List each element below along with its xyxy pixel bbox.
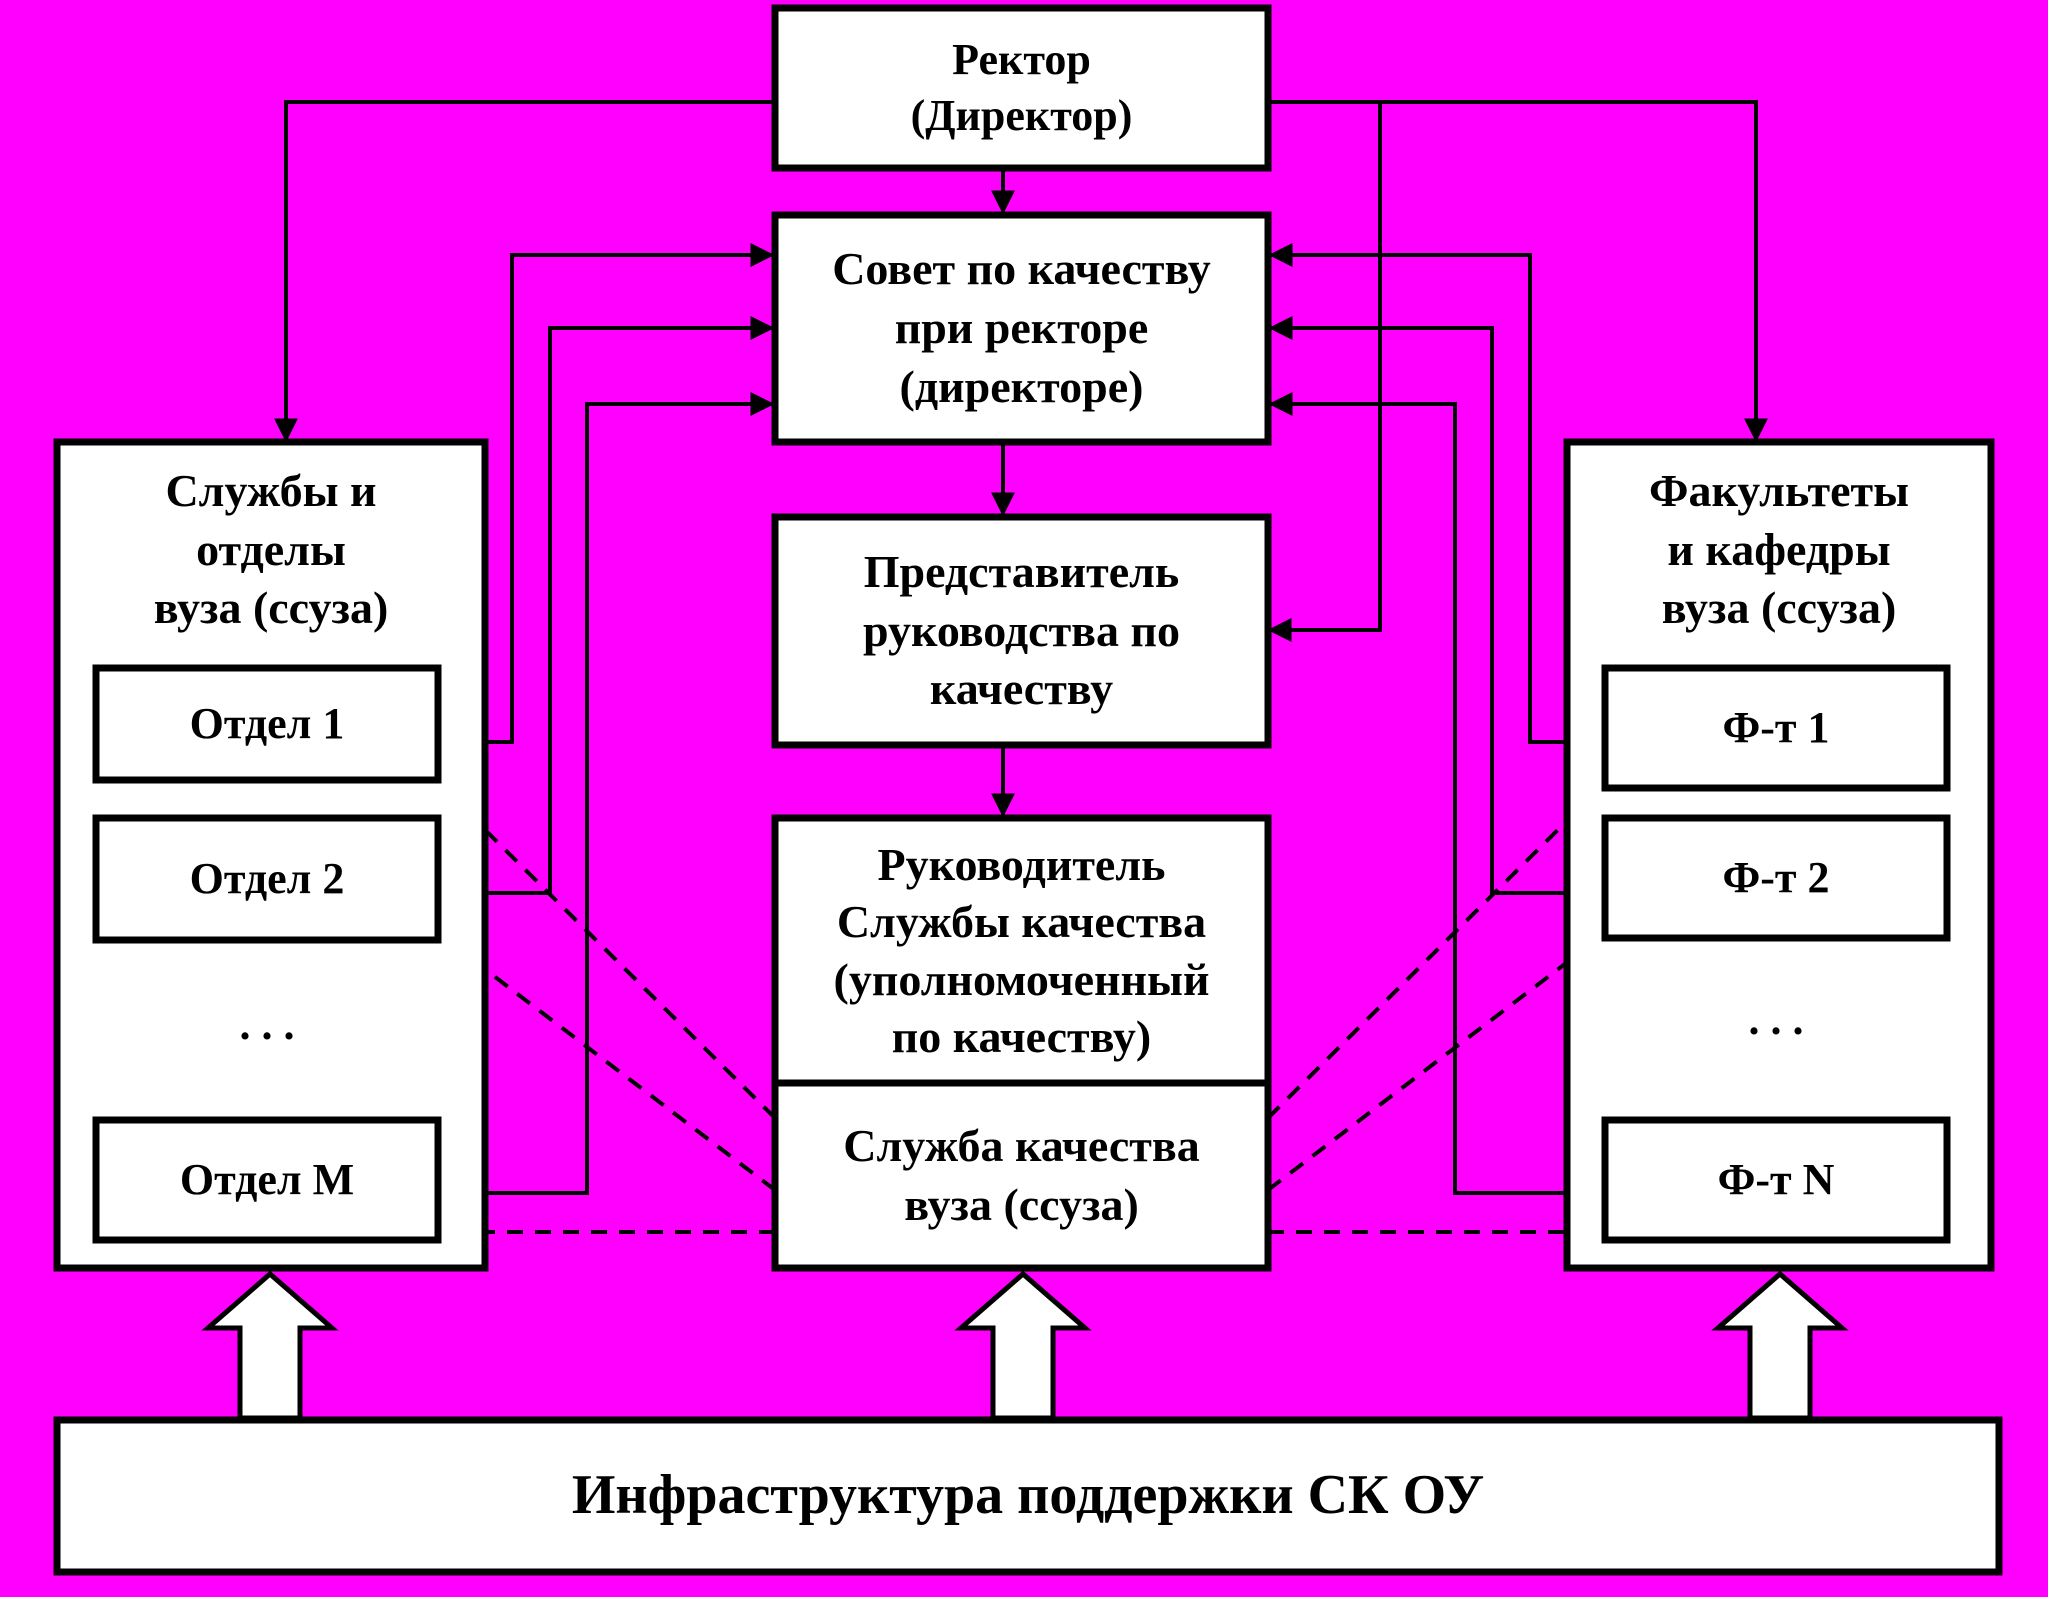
representative-label: Представитель руководства по качеству [862, 545, 1181, 715]
arrow-rector-representative [1267, 100, 1382, 642]
quality-head-box [771, 814, 1272, 1087]
infra-arrow-center [954, 1270, 1092, 1421]
quality-service-box [771, 1079, 1272, 1272]
deptm-box [92, 1116, 442, 1244]
dept1-label: Отдел 1 [189, 698, 345, 748]
infra-arrow-left [201, 1270, 339, 1421]
council-box [771, 211, 1272, 446]
right-ellipsis: . . . [1748, 994, 1804, 1044]
arrow-fac2-council [1268, 316, 1605, 895]
right-group-title: Факультеты и кафедры вуза (ссуза) [1648, 464, 1910, 634]
dashed-service-dept1 [438, 783, 777, 1120]
rector-label: Ректор (Директор) [910, 34, 1133, 140]
arrow-facn-council [1268, 392, 1605, 1195]
fac1-label: Ф-т 1 [1722, 702, 1830, 752]
infra-arrow-right [1711, 1270, 1849, 1421]
fac2-label: Ф-т 2 [1722, 852, 1830, 902]
dashed-service-fac2 [1266, 933, 1605, 1192]
dept2-label: Отдел 2 [189, 853, 345, 903]
facn-label: Ф-т N [1717, 1154, 1835, 1204]
dept1-box [92, 664, 442, 784]
deptm-label: Отдел M [179, 1154, 355, 1204]
left-ellipsis: . . . [239, 999, 295, 1049]
dashed-service-fac1 [1266, 783, 1605, 1120]
arrow-rector-right-group [1268, 100, 1768, 443]
arrow-deptm-council [438, 392, 775, 1195]
quality-service-label: Служба качества вуза (ссуза) [843, 1119, 1200, 1230]
left-group-title: Службы и отделы вуза (ссуза) [153, 464, 389, 634]
infrastructure-box [53, 1416, 2003, 1576]
fac1-box [1601, 664, 1951, 792]
arrow-rector-left-group [274, 100, 775, 443]
representative-box [771, 513, 1272, 749]
fac2-box [1601, 814, 1951, 942]
facn-box [1601, 1116, 1951, 1244]
dept2-box [92, 814, 442, 944]
rector-box [771, 4, 1272, 172]
quality-head-label: Руководитель Службы качества (уполномоче… [833, 838, 1210, 1063]
arrow-dept2-council [438, 316, 775, 895]
council-label: Совет по качеству при ректоре (директоре… [832, 243, 1211, 412]
infrastructure-label: Инфраструктура поддержки СК ОУ [571, 1464, 1485, 1527]
dashed-service-dept2 [438, 933, 777, 1192]
